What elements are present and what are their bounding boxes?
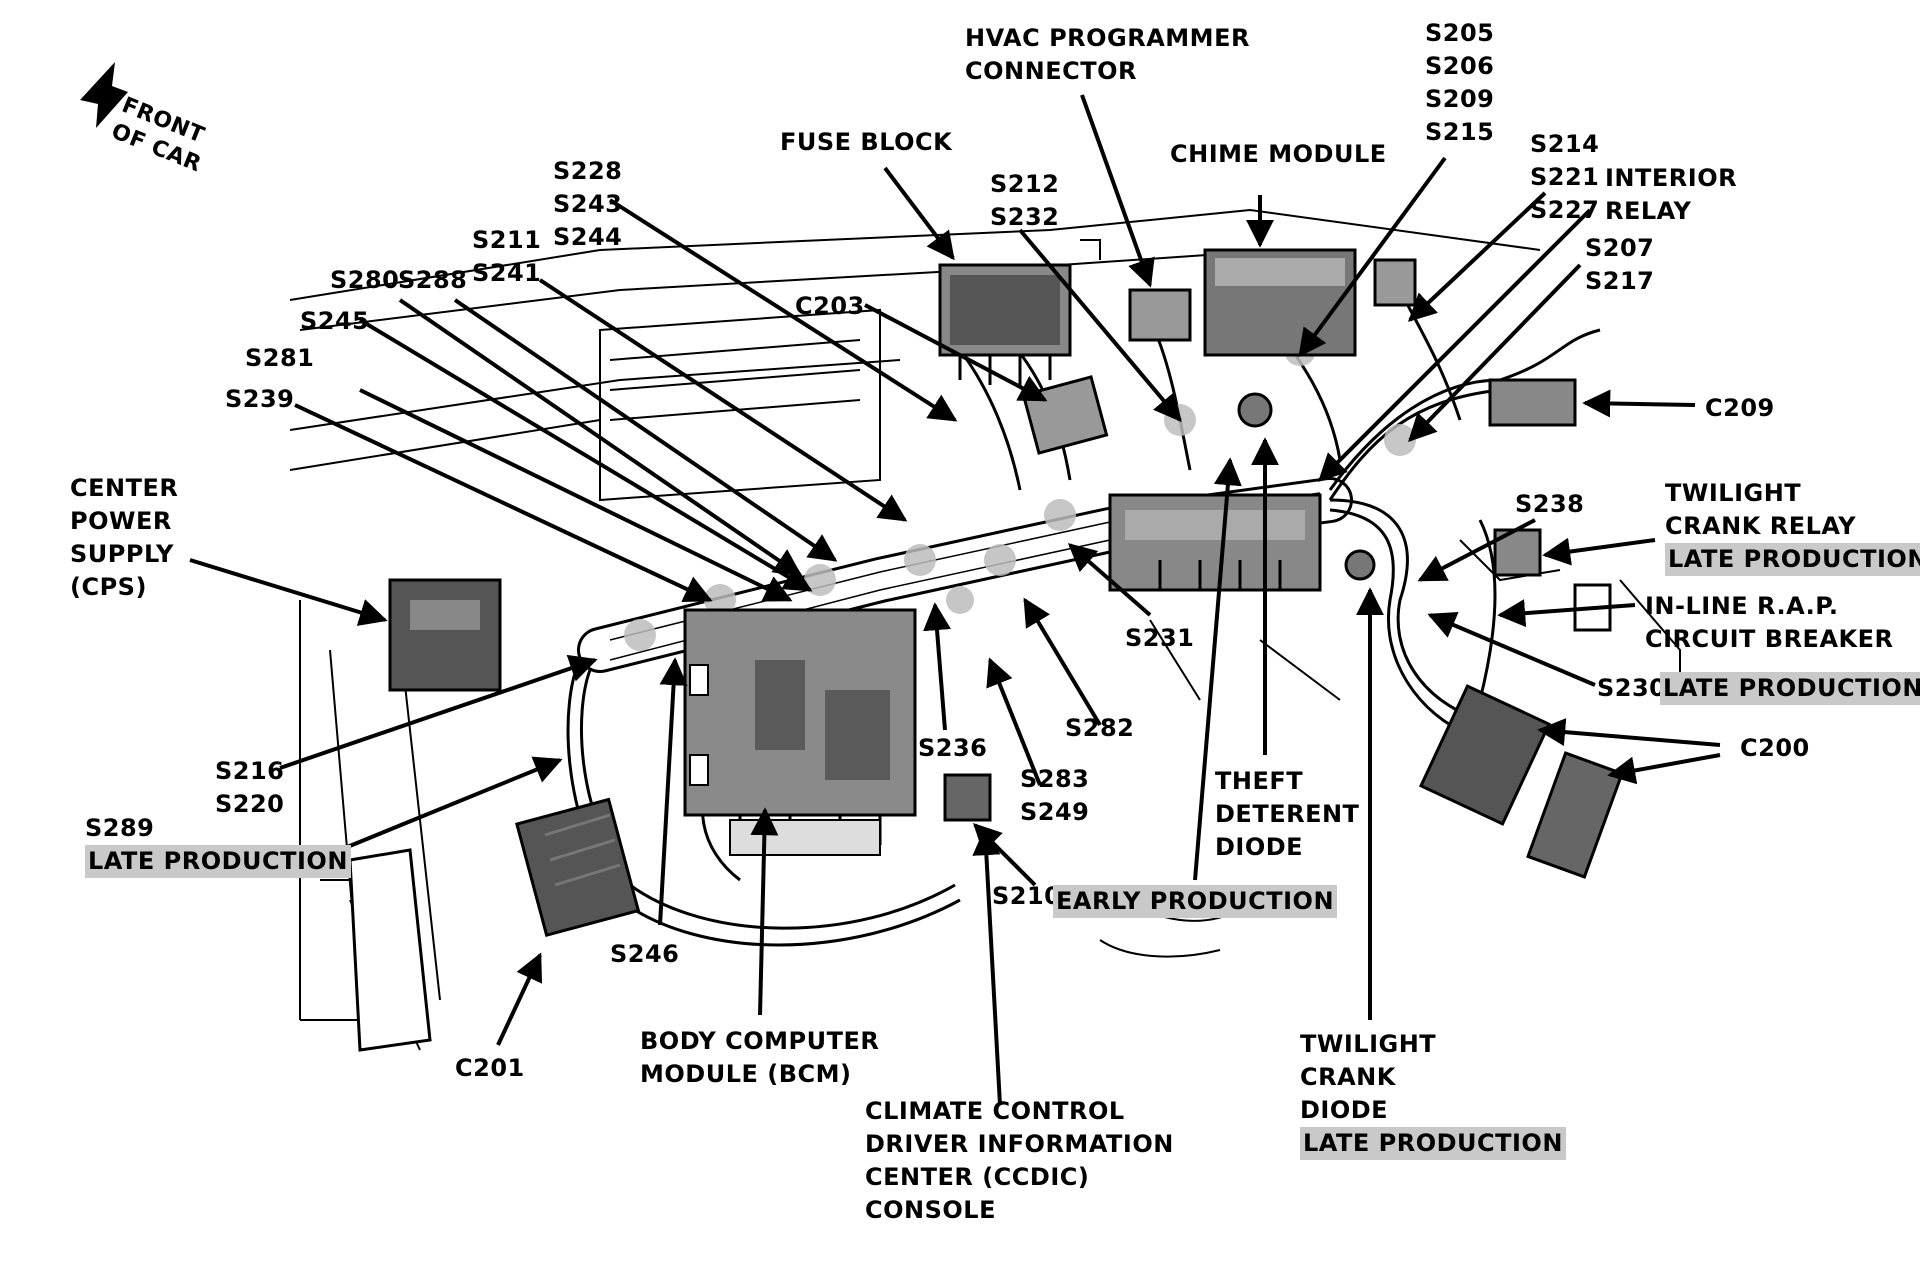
arrow-s283 bbox=[986, 657, 1042, 786]
arrow-s246 bbox=[658, 657, 688, 926]
s239-splice-label: S239 bbox=[225, 385, 295, 413]
arrow-rap bbox=[1497, 599, 1636, 628]
s281-splice-label: S281 bbox=[245, 344, 315, 372]
leader-arrows bbox=[189, 94, 1721, 1106]
arrow-early-production bbox=[1193, 457, 1242, 881]
c203-connector-shape bbox=[1021, 375, 1109, 455]
arrow-c201 bbox=[496, 952, 543, 1046]
arrow-s236 bbox=[923, 602, 951, 731]
pedal-shape bbox=[348, 848, 432, 1052]
hvac-connector-shape bbox=[1128, 288, 1192, 342]
arrow-s282 bbox=[1023, 597, 1102, 727]
arrow-s212 bbox=[1018, 228, 1182, 423]
fuse-block-shape bbox=[938, 263, 1072, 385]
arrow-s230 bbox=[1427, 611, 1596, 687]
s246-splice-label: S246 bbox=[610, 940, 680, 968]
arrow-s205 bbox=[1298, 156, 1447, 358]
arrow-twilight-relay bbox=[1542, 537, 1656, 566]
arrow-s289 bbox=[334, 756, 563, 854]
chime-module-shape bbox=[1203, 248, 1357, 357]
arrow-s281 bbox=[359, 388, 793, 602]
arrow-c209 bbox=[1582, 389, 1696, 418]
arrow-ccdic bbox=[972, 827, 1002, 1106]
c209-connector-label: C209 bbox=[1705, 394, 1775, 422]
arrow-c200b bbox=[1607, 753, 1721, 785]
arrow-s280 bbox=[398, 298, 803, 577]
arrow-s207 bbox=[1408, 263, 1582, 443]
theft-diode-shape bbox=[1237, 392, 1273, 428]
s210-production-label: EARLY PRODUCTION bbox=[1053, 885, 1338, 918]
arrow-c203 bbox=[864, 303, 1048, 402]
arrow-s238 bbox=[1417, 518, 1536, 582]
s231-splice-label: S231 bbox=[1125, 624, 1195, 652]
c201-connector-label: C201 bbox=[455, 1054, 525, 1082]
arrow-s211 bbox=[538, 278, 908, 522]
arrow-fuse-block bbox=[883, 166, 955, 261]
relay-center-shape bbox=[1108, 493, 1322, 592]
front-of-car-arrow-icon bbox=[80, 62, 128, 128]
arrow-s228 bbox=[608, 198, 958, 422]
arrow-s288 bbox=[453, 298, 838, 562]
c200-connector-label: C200 bbox=[1740, 734, 1810, 762]
bcm-shape bbox=[683, 608, 917, 856]
s230-production-label: LATE PRODUCTION bbox=[1660, 672, 1920, 705]
chime-module-label: CHIME MODULE bbox=[1170, 140, 1387, 168]
s230-splice-label: S230 bbox=[1597, 674, 1667, 702]
arrow-s214 bbox=[1407, 191, 1547, 322]
s282-splice-label: S282 bbox=[1065, 714, 1135, 742]
c203-connector-label: C203 bbox=[795, 292, 865, 320]
c209-connector-shape bbox=[1488, 378, 1577, 427]
s288-splice-label: S288 bbox=[398, 266, 468, 294]
arrow-interior-relay bbox=[1318, 208, 1592, 482]
c201-connector-shape bbox=[515, 797, 641, 938]
s245-splice-label: S245 bbox=[300, 307, 370, 335]
c200-connector-shape bbox=[1418, 684, 1624, 879]
s210-splice-label: S210 bbox=[992, 882, 1062, 910]
s280-splice-label: S280 bbox=[330, 266, 400, 294]
arrow-c200a bbox=[1537, 718, 1721, 747]
arrow-hvac bbox=[1080, 94, 1155, 288]
fuse-block-label: FUSE BLOCK bbox=[780, 128, 953, 156]
rap-breaker-label: IN-LINE R.A.P.CIRCUIT BREAKER bbox=[1645, 592, 1894, 653]
s238-splice-label: S238 bbox=[1515, 490, 1585, 518]
arrow-bcm bbox=[750, 807, 779, 1016]
s236-splice-label: S236 bbox=[918, 734, 988, 762]
ccdic-connector-shape bbox=[943, 773, 992, 822]
arrow-s245 bbox=[358, 318, 813, 592]
arrow-s239 bbox=[294, 403, 713, 602]
arrow-s216 bbox=[279, 654, 598, 770]
cps-shape bbox=[388, 578, 502, 692]
arrow-s231 bbox=[1067, 543, 1152, 617]
arrow-cps bbox=[189, 558, 388, 626]
interior-relay-shape bbox=[1373, 258, 1417, 307]
twilight-diode-shape bbox=[1344, 549, 1376, 581]
